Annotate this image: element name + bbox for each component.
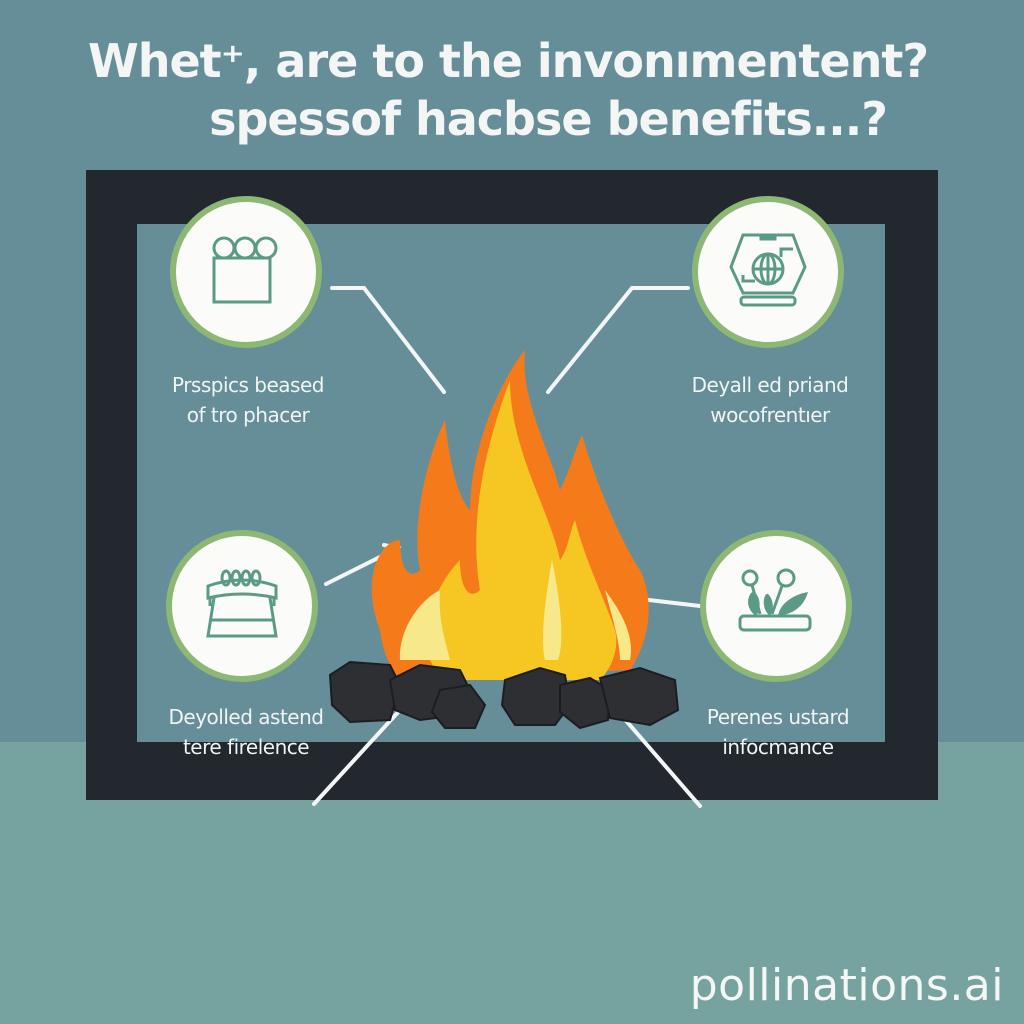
watermark: pollinations.ai (689, 960, 1004, 1011)
basket-icon (206, 569, 278, 638)
campfire-icon (328, 350, 680, 730)
benefit-label-bottom-right: Perenes ustard infocmance (706, 705, 850, 759)
building-circles-icon (212, 236, 278, 304)
benefit-label-bottom-left: Deyolled astend tere firelence (168, 705, 324, 759)
benefit-circle-bottom-left (166, 530, 318, 682)
plant-icon (738, 568, 812, 632)
globe-device-icon (729, 233, 807, 307)
title-line-1: Whet⁺, are to the invonımentent? (87, 34, 929, 88)
flame-inner (427, 380, 617, 680)
benefit-circle-bottom-right (700, 530, 852, 682)
title-line-2: spessof hacbse benefits...? (209, 92, 888, 146)
benefit-label-top-right: Deyall ed priand wocofrentıer (691, 373, 849, 427)
benefit-circle-top-left (170, 196, 322, 348)
benefit-circle-top-right (692, 196, 844, 348)
benefit-label-top-left: Prsspics beased of tro phacer (172, 373, 324, 427)
